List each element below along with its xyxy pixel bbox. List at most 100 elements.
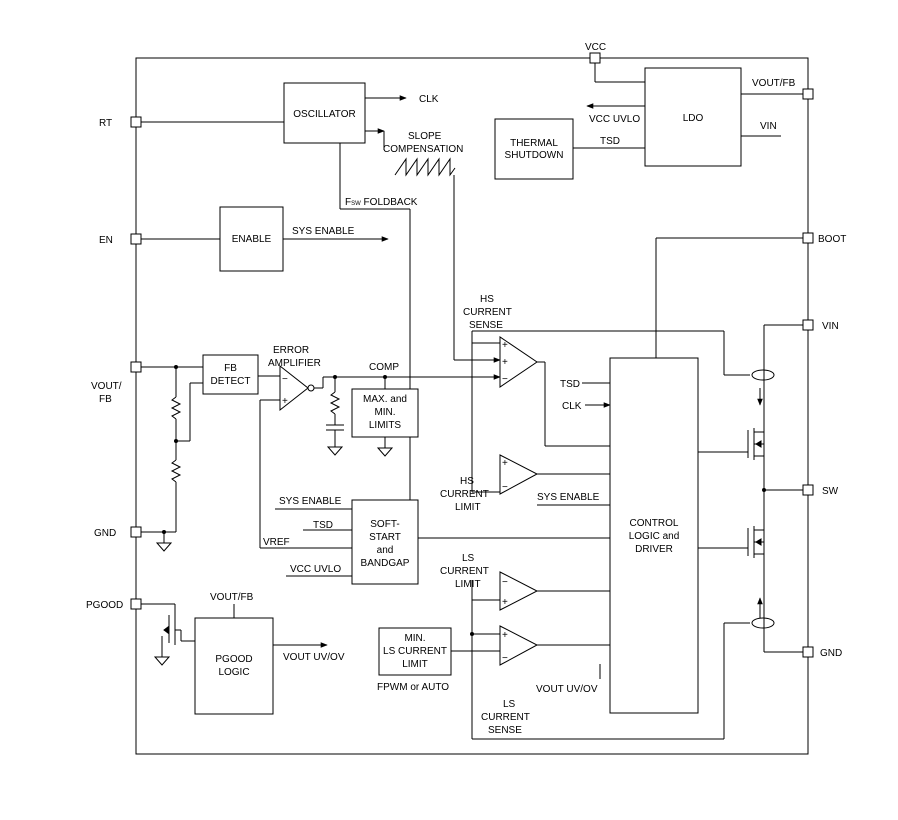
pin-gnd-right — [802, 646, 814, 658]
ls-current-sense-ct — [751, 617, 775, 629]
tsd-ss-label: TSD — [313, 520, 333, 531]
min-ls-label-3: LIMIT — [402, 659, 428, 670]
resistor-top — [170, 396, 182, 420]
hs-comp-sign-3: − — [502, 374, 508, 385]
pin-vout-fb — [130, 361, 142, 373]
hs-current-sense-ct — [751, 369, 775, 381]
max-min-limits-block — [351, 388, 419, 438]
ldo-block — [644, 67, 742, 167]
ls-limit-label-2: CURRENT — [440, 566, 489, 577]
pin-gnd-left — [130, 526, 142, 538]
hs-current-limit-comparator — [499, 454, 539, 495]
control-label-3: DRIVER — [635, 544, 673, 555]
pgood-logic-label-1: PGOOD — [215, 654, 252, 665]
fpwm-auto-label: FPWM or AUTO — [377, 682, 449, 693]
pin-sw — [802, 484, 814, 496]
pin-en-label: EN — [99, 235, 113, 246]
ls-mosfet — [698, 490, 765, 652]
thermal-label-2: SHUTDOWN — [505, 150, 564, 161]
hs-limit-label-2: CURRENT — [440, 489, 489, 500]
error-amp-minus: − — [282, 374, 288, 385]
fb-detect-block — [202, 354, 259, 395]
pin-boot — [802, 232, 814, 244]
error-amp-plus: + — [282, 396, 288, 407]
max-min-label-3: LIMITS — [369, 420, 402, 431]
ls-sense-label-1: LS — [503, 699, 516, 710]
control-label-2: LOGIC and — [629, 531, 680, 542]
ls-limit-sign-plus: + — [502, 597, 508, 608]
enable-block — [219, 206, 284, 272]
pin-vin — [802, 319, 814, 331]
hs-limit-sign-plus: + — [502, 458, 508, 469]
soft-start-bandgap-block — [351, 499, 419, 585]
clk-label: CLK — [419, 94, 439, 105]
vcc-uvlo-label: VCC UVLO — [589, 114, 640, 125]
hs-comp-sign-1: + — [502, 340, 508, 351]
hs-limit-label-1: HS — [460, 476, 474, 487]
slope-label-2: COMPENSATION — [383, 144, 463, 155]
hs-mosfet — [698, 428, 765, 490]
soft-start-label-4: BANDGAP — [361, 558, 410, 569]
hs-limit-sign-minus: − — [502, 482, 508, 493]
hs-sense-label-2: CURRENT — [463, 307, 512, 318]
pgood-logic-block — [194, 617, 274, 715]
pin-vout-fb-label-2: FB — [99, 394, 112, 405]
error-amplifier — [279, 364, 309, 412]
ls-limit-label-1: LS — [462, 553, 475, 564]
pin-gnd-right-label: GND — [820, 648, 842, 659]
ldo-label: LDO — [683, 113, 704, 124]
sys-enable-ss-label: SYS ENABLE — [279, 496, 342, 507]
comp-resistor — [329, 391, 341, 415]
max-min-label-1: MAX. and — [363, 394, 407, 405]
vref-label: VREF — [263, 537, 290, 548]
ground-icon-limits — [376, 447, 394, 457]
sawtooth-icon — [394, 157, 456, 177]
hs-limit-label-3: LIMIT — [455, 502, 481, 513]
pin-en — [130, 233, 142, 245]
ground-icon-comp — [326, 446, 344, 456]
max-min-label-2: MIN. — [374, 407, 395, 418]
ls-limit-sign-minus: − — [502, 577, 508, 588]
hs-comp-sign-2: + — [502, 357, 508, 368]
min-ls-current-limit-block — [378, 627, 452, 676]
ldo-vin-label: VIN — [760, 121, 777, 132]
resistor-bottom — [170, 459, 182, 483]
pin-vcc-label: VCC — [585, 42, 606, 53]
slope-label-1: SLOPE — [408, 131, 442, 142]
ground-icon-left — [155, 542, 173, 552]
vout-uv-ov-label: VOUT UV/OV — [283, 652, 345, 663]
comp-label: COMP — [369, 362, 399, 373]
pin-pgood — [130, 598, 142, 610]
pin-rt — [130, 116, 142, 128]
pin-vcc — [589, 52, 601, 64]
min-ls-sign-plus: + — [502, 630, 508, 641]
pin-vout-fb-label: VOUT/ — [91, 381, 122, 392]
pin-vin-label: VIN — [822, 321, 839, 332]
pin-rt-label: RT — [99, 118, 112, 129]
min-ls-comparator — [499, 625, 539, 666]
sys-enable-label: SYS ENABLE — [292, 226, 355, 237]
min-ls-label-2: LS CURRENT — [383, 646, 447, 657]
hs-current-comparator — [499, 336, 538, 388]
oscillator-label: OSCILLATOR — [293, 109, 355, 120]
clk-ctrl-label: CLK — [562, 401, 582, 412]
ls-sense-label-2: CURRENT — [481, 712, 530, 723]
min-ls-sign-minus: − — [502, 653, 508, 664]
soft-start-label-1: SOFT- — [370, 519, 399, 530]
pgood-logic-label-2: LOGIC — [218, 667, 249, 678]
fb-detect-label-1: FB — [224, 363, 237, 374]
vout-uv-ov-ctrl-label: VOUT UV/OV — [536, 684, 598, 695]
ic-outline — [135, 57, 809, 755]
pin-gnd-left-label: GND — [94, 528, 116, 539]
tsd-ctrl-label: TSD — [560, 379, 580, 390]
thermal-shutdown-block — [494, 118, 574, 180]
hs-sense-label-3: SENSE — [469, 320, 503, 331]
pin-vout-fb-right-label: VOUT/FB — [752, 78, 796, 89]
hs-sense-label-1: HS — [480, 294, 494, 305]
ls-limit-label-3: LIMIT — [455, 579, 481, 590]
oscillator-block — [283, 82, 366, 144]
tsd-label: TSD — [600, 136, 620, 147]
control-logic-driver-block — [609, 357, 699, 714]
sys-enable-ctrl-label: SYS ENABLE — [537, 492, 600, 503]
